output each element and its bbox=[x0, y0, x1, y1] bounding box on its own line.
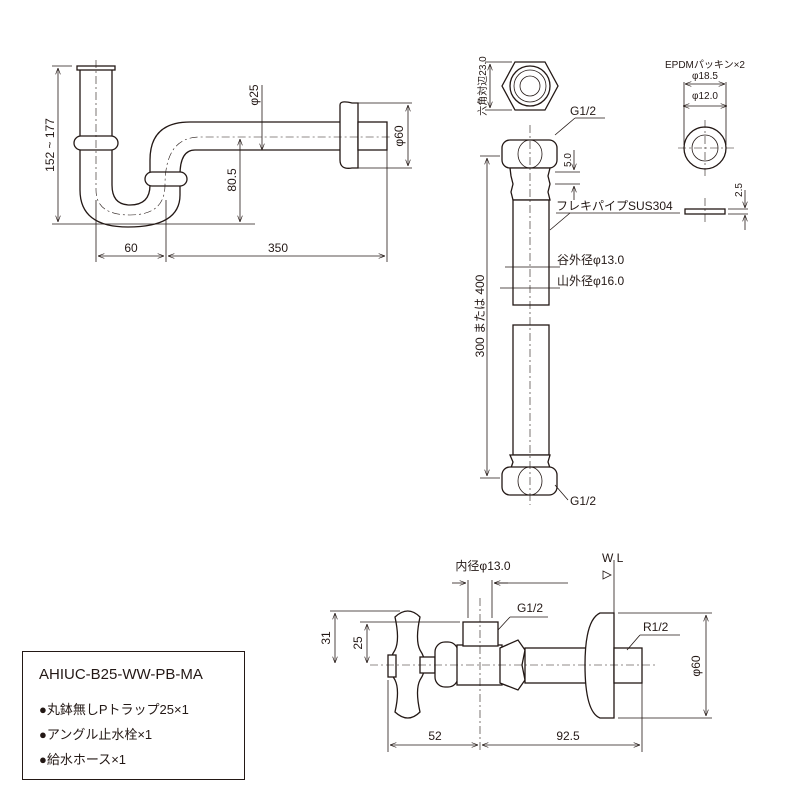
gasket-thickness: 2.5 bbox=[734, 183, 745, 197]
angle-valve-drawing: 内径φ13.0 G1/2 W L R1/2 31 25 φ60 52 92.5 bbox=[319, 551, 712, 752]
dim-92-5: 92.5 bbox=[556, 729, 580, 743]
spec-item: ●給水ホース×1 bbox=[39, 752, 127, 767]
dim-pipe: φ25 bbox=[247, 84, 261, 105]
dim-25: 25 bbox=[351, 636, 365, 650]
spec-item: ●アングル止水栓×1 bbox=[39, 727, 153, 742]
thread-top-label: G1/2 bbox=[570, 104, 596, 118]
supply-hose-drawing: 六角対辺23.0 300 または 400 G1/2 5.0 フレキパイプSUS3… bbox=[473, 56, 680, 508]
valve-flange-dim: φ60 bbox=[689, 655, 703, 676]
dim-collar: 5.0 bbox=[563, 153, 574, 167]
material-label: フレキパイプSUS304 bbox=[556, 199, 673, 213]
dim-trap: 80.5 bbox=[225, 168, 239, 192]
spec-item: ●丸鉢無しPトラップ25×1 bbox=[39, 702, 189, 717]
thread-bottom-label: G1/2 bbox=[570, 494, 596, 508]
dim-height: 152 ~ 177 bbox=[43, 118, 57, 172]
spec-box: AHIUC-B25-WW-PB-MA ●丸鉢無しPトラップ25×1 ●アングル止… bbox=[22, 651, 245, 780]
dim-hose-length: 300 または 400 bbox=[473, 274, 487, 357]
model-number: AHIUC-B25-WW-PB-MA bbox=[39, 666, 203, 683]
wall-thread-label: R1/2 bbox=[643, 620, 669, 634]
dim-52: 52 bbox=[428, 729, 442, 743]
gasket-inner: φ12.0 bbox=[692, 91, 718, 102]
wl-label: W L bbox=[602, 551, 624, 565]
valve-thread-label: G1/2 bbox=[517, 601, 543, 615]
gasket-title: EPDMパッキン×2 bbox=[665, 59, 745, 71]
dim-flange: φ60 bbox=[392, 125, 406, 146]
gasket-outer: φ18.5 bbox=[692, 71, 718, 82]
gasket-drawing: EPDMパッキン×2 φ18.5 φ12.0 2.5 bbox=[665, 59, 748, 230]
inner-dia-label: 内径φ13.0 bbox=[455, 559, 510, 573]
hex-label: 六角対辺23.0 bbox=[476, 56, 489, 116]
dim-length: 350 bbox=[268, 241, 288, 255]
valley-dia-label: 谷外径φ13.0 bbox=[557, 253, 624, 267]
dim-31: 31 bbox=[319, 631, 333, 645]
dim-offset: 60 bbox=[124, 241, 138, 255]
p-trap-drawing: 152 ~ 177 80.5 φ25 φ60 60 350 bbox=[43, 60, 412, 262]
peak-dia-label: 山外径φ16.0 bbox=[557, 274, 624, 288]
